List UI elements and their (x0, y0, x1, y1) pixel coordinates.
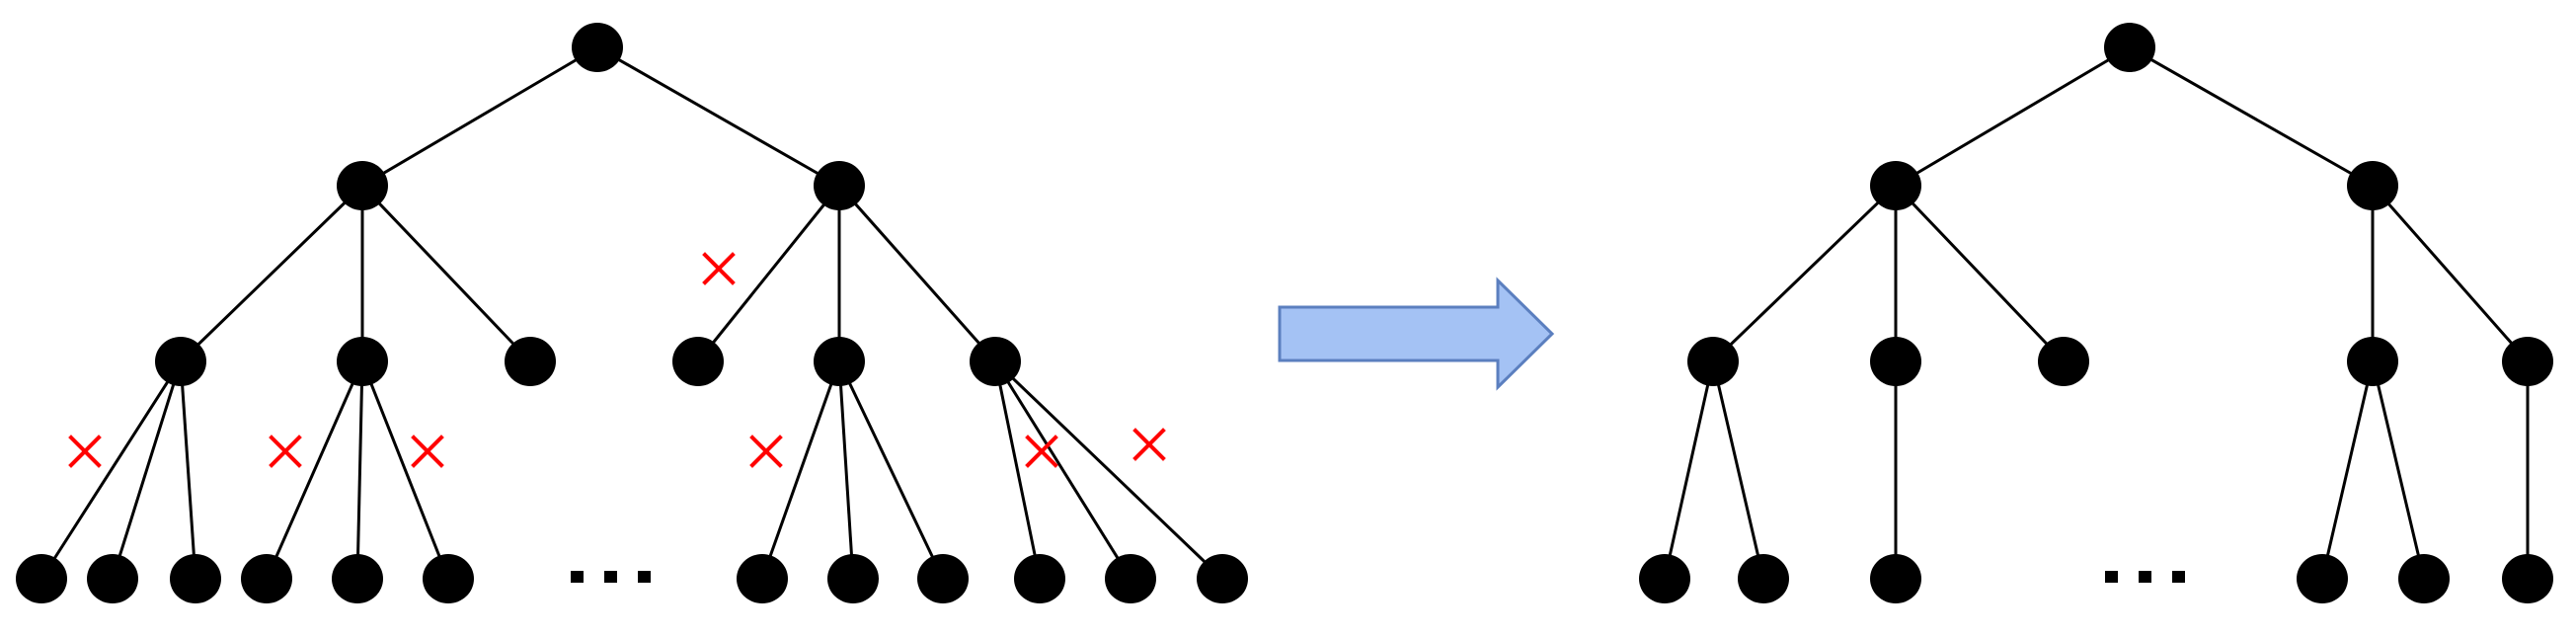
tree-node (337, 337, 388, 386)
tree-node (170, 554, 221, 603)
tree-node (2398, 554, 2450, 603)
tree-node (737, 554, 788, 603)
tree-node (337, 161, 388, 210)
edge (360, 184, 532, 363)
tree-node (814, 161, 865, 210)
edge (361, 45, 598, 188)
tree-node (2347, 337, 2398, 386)
right-tree-nodes (1639, 23, 2553, 603)
tree-node (1687, 337, 1739, 386)
tree-node (2297, 554, 2348, 603)
cross-mark-icon (749, 435, 783, 468)
edge (1711, 184, 1898, 363)
edge (837, 185, 997, 362)
edge (360, 360, 450, 580)
edge (179, 184, 364, 363)
tree-node (87, 554, 138, 603)
edge (993, 360, 1132, 580)
edge (2320, 360, 2375, 580)
edge (1711, 360, 1765, 580)
edge (760, 360, 841, 580)
tree-node (827, 554, 879, 603)
tree-node (241, 554, 292, 603)
edge (1663, 360, 1715, 580)
edge (993, 360, 1042, 580)
tree-node (2104, 23, 2155, 72)
tree-node (2502, 337, 2553, 386)
tree-node (1197, 554, 1248, 603)
tree-node (1639, 554, 1690, 603)
edge (179, 360, 197, 580)
edge (596, 45, 840, 188)
tree-node (572, 23, 623, 72)
right-arrow-icon (1278, 277, 1555, 391)
left-tree (39, 45, 1224, 581)
edge (1894, 184, 2066, 363)
tree-node (1105, 554, 1156, 603)
tree-node (2502, 554, 2553, 603)
cross-mark-icon (1025, 435, 1058, 468)
tree-node (423, 554, 474, 603)
edge (696, 185, 841, 362)
tree-node (1870, 337, 1921, 386)
edge (355, 360, 364, 580)
tree-node (2347, 161, 2398, 210)
tree-node (1870, 554, 1921, 603)
tree-node (2038, 337, 2089, 386)
edge (265, 360, 364, 580)
cross-mark-icon (68, 435, 102, 468)
edge (993, 359, 1224, 581)
tree-node (1870, 161, 1921, 210)
edge (2371, 360, 2426, 580)
edge (39, 360, 183, 580)
tree-node (672, 337, 724, 386)
tree-node (917, 554, 969, 603)
tree-node (16, 554, 67, 603)
tree-node (1738, 554, 1789, 603)
tree-node (1014, 554, 1065, 603)
left-tree-nodes (16, 23, 1248, 603)
cross-mark-icon (1132, 428, 1166, 461)
tree-node (814, 337, 865, 386)
tree-node (505, 337, 556, 386)
edge (111, 360, 183, 580)
edge (2371, 185, 2530, 362)
edge (2129, 45, 2374, 188)
cross-mark-icon (411, 435, 444, 468)
edge (837, 360, 855, 580)
cross-mark-icon (702, 252, 736, 285)
tree-node (332, 554, 383, 603)
cross-mark-icon (269, 435, 302, 468)
cross-marks (68, 252, 1166, 468)
tree-node (970, 337, 1021, 386)
edge (837, 360, 945, 580)
ellipsis-left (571, 571, 651, 583)
ellipsis-right (2105, 571, 2185, 583)
right-tree (1663, 45, 2530, 580)
edge (1895, 45, 2131, 188)
tree-node (155, 337, 206, 386)
